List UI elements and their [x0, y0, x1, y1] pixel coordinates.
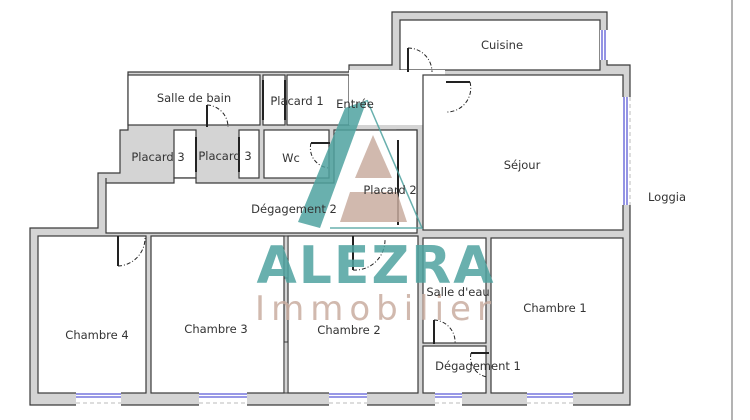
room-label-degagement-2: Dégagement 2	[251, 202, 337, 216]
room-label-loggia: Loggia	[648, 190, 686, 204]
room-label-degagement-1: Dégagement 1	[435, 359, 521, 373]
windows	[76, 30, 631, 406]
room-label-chambre-1: Chambre 1	[523, 301, 586, 315]
room-label-placard-1: Placard 1	[270, 94, 323, 108]
logo-subtitle-text: Immobilier	[255, 289, 497, 329]
room-label-entree: Entrée	[336, 97, 374, 111]
room-label-placard-3-right: Placard 3	[198, 149, 251, 163]
room-label-sejour: Séjour	[504, 158, 541, 172]
room-label-placard-2: Placard 2	[363, 183, 416, 197]
room-label-cuisine: Cuisine	[481, 38, 523, 52]
logo-brand-text: ALEZRA	[257, 236, 496, 296]
room-label-chambre-2: Chambre 2	[317, 323, 380, 337]
room-labels: Cuisine Salle de bain Placard 1 Entrée P…	[65, 38, 686, 373]
room-label-salle-d-eau: Salle d'eau	[426, 285, 489, 299]
room-label-chambre-4: Chambre 4	[65, 328, 128, 342]
triangle-logo-icon	[298, 99, 424, 229]
room-label-wc: Wc	[282, 151, 300, 165]
alezra-logo: ALEZRA Immobilier	[255, 99, 497, 329]
room-label-salle-de-bain: Salle de bain	[157, 91, 231, 105]
room-label-chambre-3: Chambre 3	[184, 322, 247, 336]
doors	[117, 47, 489, 394]
room-label-placard-3-left: Placard 3	[131, 150, 184, 164]
